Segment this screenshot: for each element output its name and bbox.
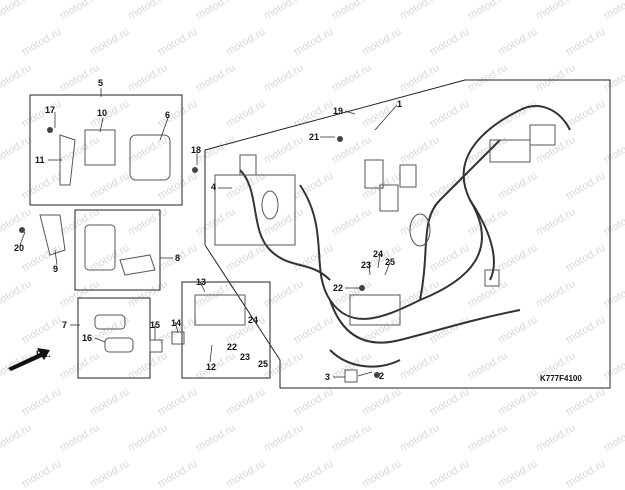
callout-22: 22	[333, 283, 343, 293]
ignition-coil	[409, 213, 431, 247]
key-fob-upper	[94, 314, 126, 330]
callout-20: 20	[14, 243, 24, 253]
callout-11: 11	[35, 155, 45, 165]
diagram-code: K777F4100	[540, 374, 582, 383]
frame-group-7	[77, 297, 151, 379]
relay-right	[529, 124, 556, 146]
ignition-switch	[129, 134, 171, 181]
connector-block-mid	[379, 184, 399, 212]
leader-lines	[19, 88, 398, 378]
callout-23: 23	[361, 260, 371, 270]
bottom-connector	[344, 369, 358, 383]
frame-main-harness	[204, 79, 611, 389]
fuse-box	[349, 294, 401, 326]
fuse-box-13	[194, 294, 246, 326]
ecu-module	[489, 139, 531, 163]
relay-15	[149, 339, 163, 353]
callout-24-group13: 24	[248, 315, 258, 325]
callout-16: 16	[82, 333, 92, 343]
connector-block-upper	[364, 159, 384, 189]
callout-25: 25	[385, 257, 395, 267]
callout-8: 8	[175, 253, 180, 263]
coil-part-4	[261, 190, 279, 220]
callout-24: 24	[373, 249, 383, 259]
callout-7: 7	[62, 320, 67, 330]
frame-group-5	[29, 94, 183, 206]
callout-1: 1	[397, 99, 402, 109]
key-part-8	[119, 254, 156, 276]
callout-6: 6	[165, 110, 170, 120]
bracket-part-9	[39, 214, 66, 256]
wire-harness-diagram: 1 2 3 4 5 6 7 8 9 10 11 12 13 14 15 16 1…	[8, 78, 611, 389]
callout-19: 19	[333, 106, 343, 116]
callout-5: 5	[98, 78, 103, 88]
callout-13: 13	[196, 277, 206, 287]
callout-9: 9	[53, 264, 58, 274]
callout-18: 18	[191, 145, 201, 155]
callout-21: 21	[309, 132, 319, 142]
cover-part	[84, 224, 116, 271]
fasteners	[19, 127, 380, 378]
main-harness-wires	[239, 105, 571, 368]
connector-lower-right	[484, 269, 500, 287]
bracket-part-11	[59, 134, 76, 186]
direction-label: FR.	[36, 349, 51, 359]
frame-group-8	[74, 209, 161, 291]
callout-4: 4	[211, 182, 216, 192]
callout-14: 14	[171, 318, 181, 328]
callout-22-group13: 22	[227, 342, 237, 352]
callout-2: 2	[379, 371, 384, 381]
callout-17: 17	[45, 105, 55, 115]
callout-25-group13: 25	[258, 359, 268, 369]
callout-numbers: 1 2 3 4 5 6 7 8 9 10 11 12 13 14 15 16 1…	[14, 78, 402, 382]
callout-12: 12	[206, 362, 216, 372]
key-module	[84, 129, 116, 166]
frame-group-13	[181, 281, 271, 379]
connector-block-right	[399, 164, 417, 188]
callout-10: 10	[97, 108, 107, 118]
callout-15: 15	[150, 320, 160, 330]
front-direction-arrow: FR.	[8, 348, 51, 371]
key-fob-lower	[104, 337, 134, 353]
callout-3: 3	[325, 372, 330, 382]
callout-23-group13: 23	[240, 352, 250, 362]
connector-part-4	[239, 154, 257, 176]
